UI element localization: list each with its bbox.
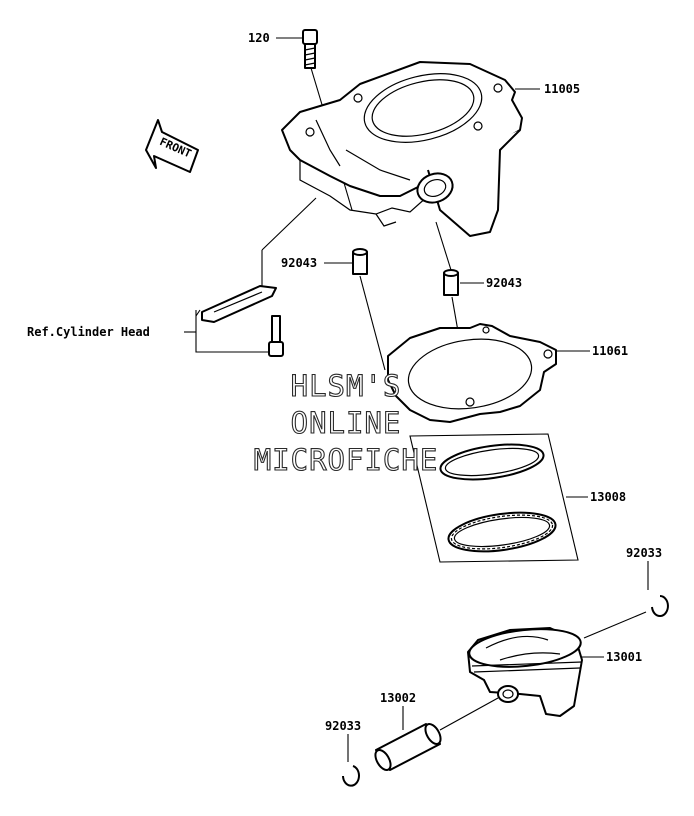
cylinder-block[interactable] bbox=[281, 61, 523, 237]
watermark-line-1: HLSM'S bbox=[291, 369, 402, 403]
watermark: HLSM'S ONLINE MICROFICHE bbox=[253, 368, 439, 477]
front-arrow-icon: FRONT bbox=[145, 119, 199, 173]
head-bolt bbox=[268, 315, 284, 357]
callout-92033-top: 92033 bbox=[626, 546, 662, 560]
cylinder-gasket[interactable] bbox=[387, 323, 557, 423]
callout-11061: 11061 bbox=[592, 344, 628, 358]
callout-92043-right: 92043 bbox=[486, 276, 522, 290]
callout-92033-bottom: 92033 bbox=[325, 719, 361, 733]
circlip-top[interactable] bbox=[651, 595, 669, 617]
circlip-bottom[interactable] bbox=[342, 765, 360, 787]
piston[interactable] bbox=[467, 624, 583, 717]
cylinder-bolt[interactable] bbox=[302, 29, 318, 69]
piston-ring-set[interactable] bbox=[409, 433, 579, 563]
callout-13001: 13001 bbox=[606, 650, 642, 664]
callout-11005: 11005 bbox=[544, 82, 580, 96]
piston-pin[interactable] bbox=[372, 721, 443, 772]
callout-120: 120 bbox=[248, 31, 270, 45]
ref-cylinder-head-label: Ref.Cylinder Head bbox=[27, 325, 150, 339]
dowel-pin-right[interactable] bbox=[443, 269, 459, 296]
watermark-line-3: MICROFICHE bbox=[254, 443, 439, 477]
watermark-line-2: ONLINE bbox=[291, 406, 402, 440]
head-strap bbox=[201, 285, 277, 323]
callout-92043-left: 92043 bbox=[281, 256, 317, 270]
callout-13002: 13002 bbox=[380, 691, 416, 705]
callout-13008: 13008 bbox=[590, 490, 626, 504]
dowel-pin-left[interactable] bbox=[352, 248, 368, 275]
